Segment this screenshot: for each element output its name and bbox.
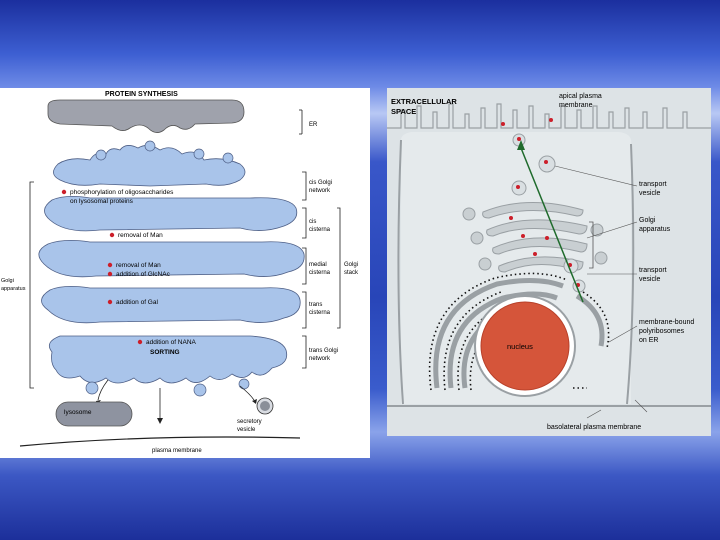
step-removal-man-2: removal of Man [116, 262, 161, 269]
step-sorting: SORTING [150, 349, 180, 356]
label-transport-1b: vesicle [639, 190, 661, 197]
label-golgi: Golgi [639, 217, 656, 224]
label-cis-golgi-2: network [309, 188, 331, 194]
label-golgi-stack: Golgi [344, 262, 358, 268]
label-membrane-bound-3: on ER [639, 337, 658, 344]
label-golgi-apparatus: Golgi [1, 278, 14, 284]
label-trans-2: cisterna [309, 310, 331, 316]
step-glcnac: addition of GlcNAc [116, 271, 171, 278]
medial-cisterna [39, 240, 304, 276]
label-transport-1: transport [639, 181, 667, 188]
label-cis-golgi: cis Golgi [309, 180, 332, 186]
golgi-diagram-svg: PROTEIN SYNTHESIS ER phosphorylation of … [0, 88, 370, 458]
step-removal-man: removal of Man [118, 232, 163, 239]
label-apical: apical plasma [559, 93, 602, 100]
label-lysosome: lysosome [64, 409, 92, 416]
label-apical-2: membrane [559, 102, 593, 109]
trans-cisterna [41, 286, 300, 322]
label-cis-cisterna: cis [309, 219, 316, 225]
apical-membrane [387, 104, 711, 128]
label-basolateral: basolateral plasma membrane [547, 424, 641, 431]
label-golgi-2: apparatus [639, 226, 671, 233]
label-extracellular-2: SPACE [391, 107, 416, 116]
label-secretory: secretory [237, 419, 262, 425]
cell-secretory-diagram: EXTRACELLULAR SPACE apical plasma membra… [387, 88, 711, 436]
label-plasma-membrane: plasma membrane [152, 448, 202, 454]
plasma-membrane-line [20, 437, 300, 446]
label-tgn-2: network [309, 356, 331, 362]
er-cisterna [48, 100, 244, 133]
label-transport-2: transport [639, 267, 667, 274]
label-medial-2: cisterna [309, 270, 331, 276]
label-extracellular: EXTRACELLULAR [391, 97, 457, 106]
step-nana: addition of NANA [146, 339, 197, 346]
step-gal: addition of Gal [116, 299, 158, 306]
step-phosphorylation-2: on lysosomal proteins [70, 198, 134, 205]
label-nucleus: nucleus [507, 342, 533, 351]
label-er: ER [309, 122, 318, 128]
step-phosphorylation: phosphorylation of oligosaccharides [70, 189, 174, 196]
diagram-title: PROTEIN SYNTHESIS [105, 91, 178, 98]
label-cis-cisterna-2: cisterna [309, 227, 331, 233]
cis-golgi-network [53, 145, 245, 186]
label-medial: medial [309, 262, 327, 268]
cell-diagram-svg: EXTRACELLULAR SPACE apical plasma membra… [387, 88, 711, 436]
golgi-processing-diagram: PROTEIN SYNTHESIS ER phosphorylation of … [0, 88, 370, 458]
label-membrane-bound-2: polyribosomes [639, 328, 685, 335]
label-tgn: trans Golgi [309, 348, 338, 354]
label-golgi-apparatus-2: apparatus [1, 286, 26, 292]
label-membrane-bound: membrane-bound [639, 319, 694, 326]
label-golgi-stack-2: stack [344, 270, 359, 276]
label-trans: trans [309, 302, 322, 308]
label-transport-2b: vesicle [639, 276, 661, 283]
label-secretory-2: vesicle [237, 427, 256, 433]
